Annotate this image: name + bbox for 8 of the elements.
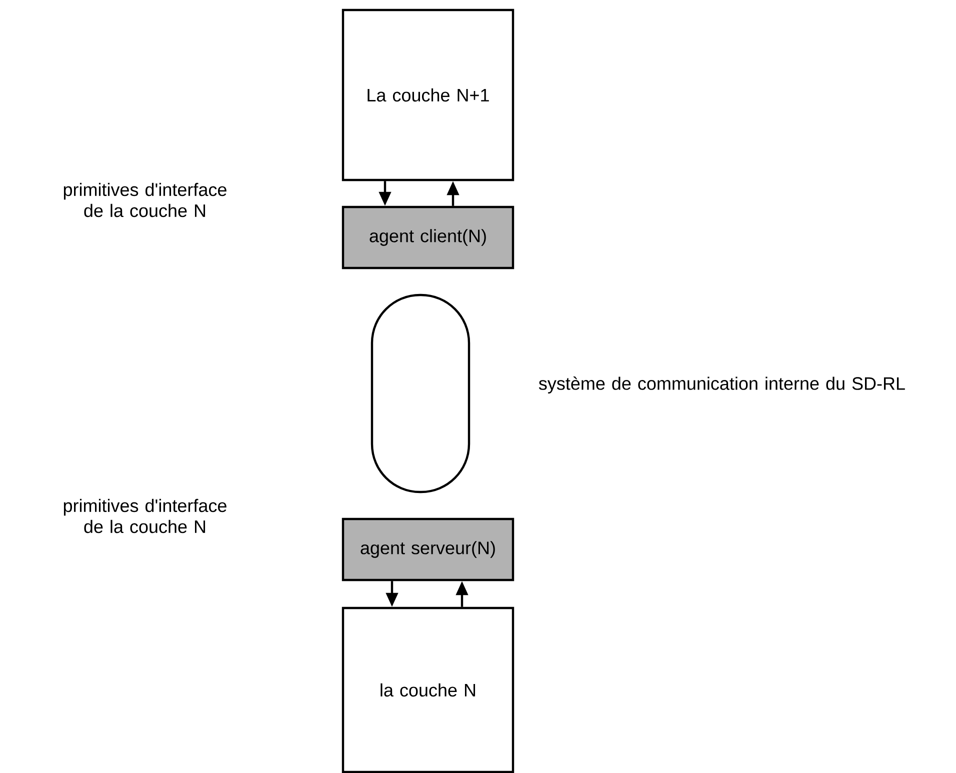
- caption-text: système de communication interne du SD-RL: [538, 376, 905, 394]
- agent-box: agent client(N): [342, 206, 514, 270]
- layer-box: la couche N: [342, 606, 514, 773]
- agent-box: agent serveur(N): [342, 518, 514, 582]
- interface-label: primitives d'interface de la couche N: [64, 182, 226, 218]
- layer-box: La couche N+1: [342, 8, 514, 182]
- communication-capsule: [370, 294, 470, 494]
- interface-label: primitives d'interface de la couche N: [64, 498, 226, 534]
